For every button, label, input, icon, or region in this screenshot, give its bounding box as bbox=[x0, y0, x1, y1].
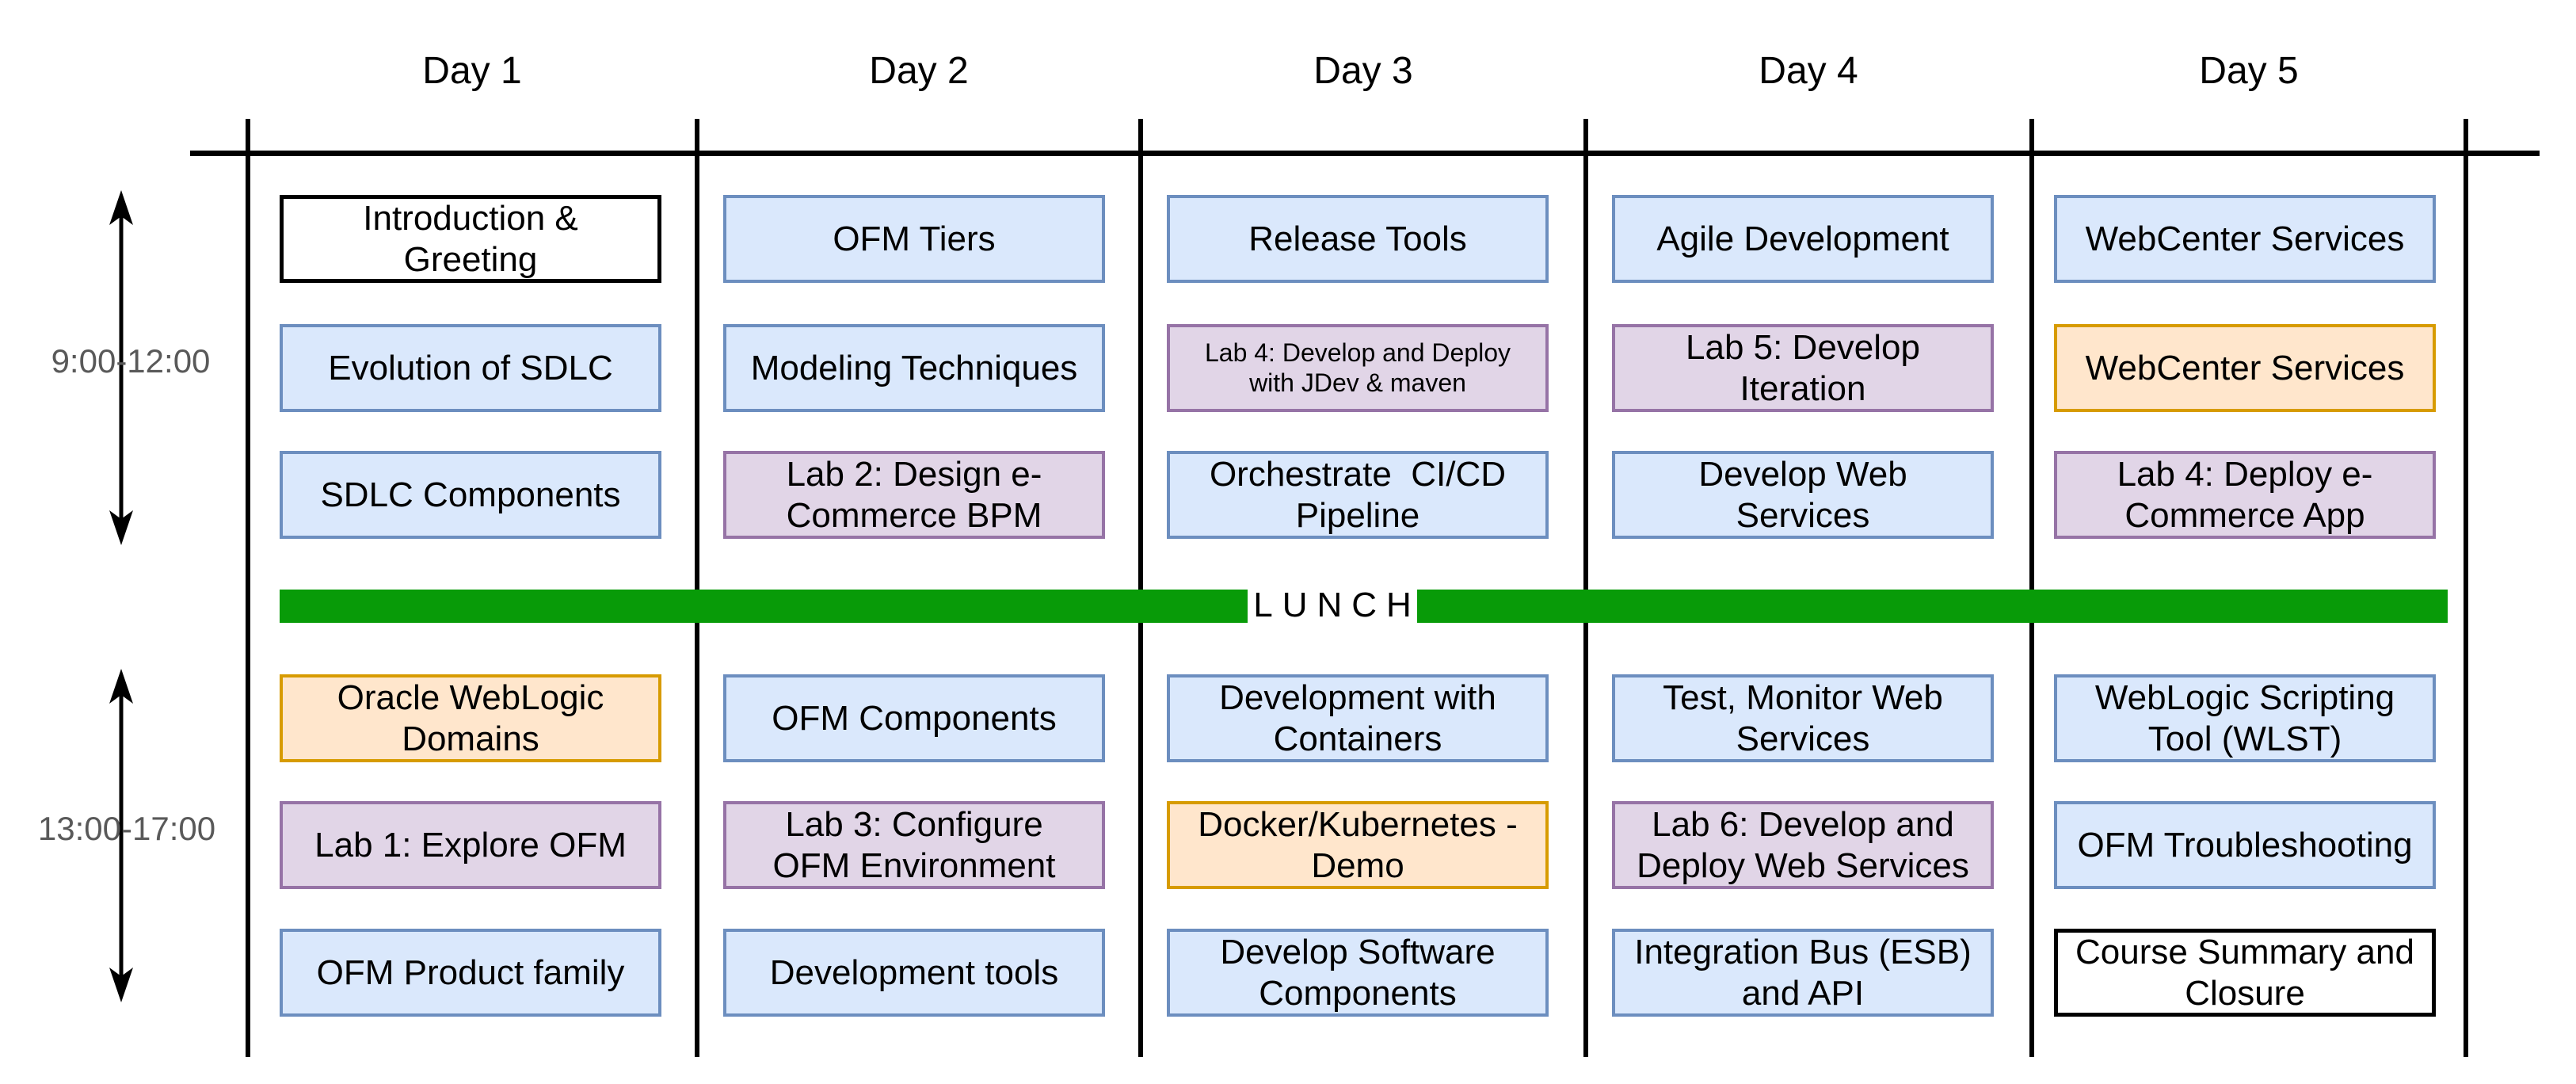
session-box-day3-6: Develop Software Components bbox=[1167, 929, 1549, 1017]
session-box-day4-2: Lab 5: Develop Iteration bbox=[1612, 324, 1994, 412]
session-box-day1-6: OFM Product family bbox=[280, 929, 661, 1017]
session-label: Test, Monitor Web Services bbox=[1663, 678, 1953, 758]
afternoon-time-label: 13:00-17:00 bbox=[37, 810, 216, 847]
session-box-day3-5: Docker/Kubernetes - Demo bbox=[1167, 801, 1549, 889]
header-divider-line bbox=[190, 151, 2540, 156]
morning-time-label: 9:00-12:00 bbox=[51, 342, 211, 380]
session-label: Lab 4: Develop and Deploy with JDev & ma… bbox=[1204, 338, 1518, 397]
session-box-day1-2: Evolution of SDLC bbox=[280, 324, 661, 412]
session-box-day2-3: Lab 2: Design e-Commerce BPM bbox=[723, 451, 1105, 539]
column-line-4 bbox=[1583, 119, 1588, 1057]
session-label: Docker/Kubernetes - Demo bbox=[1198, 805, 1527, 885]
session-label: OFM Product family bbox=[316, 952, 625, 992]
session-label: Lab 4: Deploy e-Commerce App bbox=[2117, 455, 2373, 535]
day-4-header: Day 4 bbox=[1759, 50, 1858, 92]
session-label: OFM Troubleshooting bbox=[2077, 825, 2413, 865]
session-box-day3-3: Orchestrate CI/CD Pipeline bbox=[1167, 451, 1549, 539]
column-line-2 bbox=[695, 119, 699, 1057]
session-label: SDLC Components bbox=[320, 475, 621, 514]
day-1-header: Day 1 bbox=[422, 50, 522, 92]
session-label: Modeling Techniques bbox=[750, 348, 1078, 387]
session-label: Lab 3: Configure OFM Environment bbox=[772, 805, 1056, 885]
session-box-day4-1: Agile Development bbox=[1612, 195, 1994, 283]
session-label: Course Summary and Closure bbox=[2075, 933, 2425, 1013]
session-label: Develop Software Components bbox=[1220, 933, 1505, 1013]
session-box-day2-4: OFM Components bbox=[723, 674, 1105, 762]
column-line-3 bbox=[1138, 119, 1143, 1057]
session-label: OFM Tiers bbox=[833, 219, 996, 258]
column-line-6 bbox=[2464, 119, 2468, 1057]
session-box-day5-2: WebCenter Services bbox=[2054, 324, 2436, 412]
session-box-day2-6: Development tools bbox=[723, 929, 1105, 1017]
session-box-day4-4: Test, Monitor Web Services bbox=[1612, 674, 1994, 762]
session-box-day3-4: Development with Containers bbox=[1167, 674, 1549, 762]
session-box-day3-1: Release Tools bbox=[1167, 195, 1549, 283]
session-label: WebCenter Services bbox=[2085, 348, 2405, 387]
session-label: Develop Web Services bbox=[1698, 455, 1917, 535]
morning-time-range-arrow-icon bbox=[109, 190, 133, 545]
session-label: Introduction & Greeting bbox=[363, 199, 588, 279]
day-3-header: Day 3 bbox=[1313, 50, 1413, 92]
session-box-day5-3: Lab 4: Deploy e-Commerce App bbox=[2054, 451, 2436, 539]
session-box-day1-4: Oracle WebLogic Domains bbox=[280, 674, 661, 762]
session-box-day1-5: Lab 1: Explore OFM bbox=[280, 801, 661, 889]
day-2-header: Day 2 bbox=[869, 50, 969, 92]
session-box-day4-6: Integration Bus (ESB) and API bbox=[1612, 929, 1994, 1017]
session-label: Development tools bbox=[769, 952, 1059, 992]
lunch-label: LUNCH bbox=[1253, 586, 1421, 624]
column-line-1 bbox=[246, 119, 250, 1057]
session-label: Lab 6: Develop and Deploy Web Services bbox=[1637, 805, 1969, 885]
session-box-day5-4: WebLogic Scripting Tool (WLST) bbox=[2054, 674, 2436, 762]
session-box-day4-5: Lab 6: Develop and Deploy Web Services bbox=[1612, 801, 1994, 889]
session-box-day5-1: WebCenter Services bbox=[2054, 195, 2436, 283]
session-label: Oracle WebLogic Domains bbox=[337, 678, 614, 758]
session-label: Agile Development bbox=[1656, 219, 1949, 258]
session-box-day4-3: Develop Web Services bbox=[1612, 451, 1994, 539]
session-label: Development with Containers bbox=[1219, 678, 1507, 758]
session-label: Evolution of SDLC bbox=[328, 348, 613, 387]
session-label: WebCenter Services bbox=[2085, 219, 2405, 258]
afternoon-time-range-arrow-icon bbox=[109, 669, 133, 1002]
session-box-day2-2: Modeling Techniques bbox=[723, 324, 1105, 412]
session-box-day2-5: Lab 3: Configure OFM Environment bbox=[723, 801, 1105, 889]
session-box-day1-3: SDLC Components bbox=[280, 451, 661, 539]
session-label: OFM Components bbox=[772, 698, 1057, 738]
session-label: Lab 1: Explore OFM bbox=[314, 825, 627, 865]
session-box-day3-2: Lab 4: Develop and Deploy with JDev & ma… bbox=[1167, 324, 1549, 412]
session-label: Lab 2: Design e-Commerce BPM bbox=[786, 455, 1042, 535]
session-label: Orchestrate CI/CD Pipeline bbox=[1209, 455, 1516, 535]
session-label: Integration Bus (ESB) and API bbox=[1634, 933, 1981, 1013]
day-5-header: Day 5 bbox=[2199, 50, 2299, 92]
session-box-day5-5: OFM Troubleshooting bbox=[2054, 801, 2436, 889]
column-line-5 bbox=[2029, 119, 2034, 1057]
session-label: WebLogic Scripting Tool (WLST) bbox=[2094, 678, 2404, 758]
session-label: Lab 5: Develop Iteration bbox=[1686, 328, 1930, 408]
session-box-day2-1: OFM Tiers bbox=[723, 195, 1105, 283]
lunch-label-patch: LUNCH bbox=[1248, 567, 1417, 643]
session-box-day1-1: Introduction & Greeting bbox=[280, 195, 661, 283]
session-box-day5-6: Course Summary and Closure bbox=[2054, 929, 2436, 1017]
session-label: Release Tools bbox=[1248, 219, 1467, 258]
